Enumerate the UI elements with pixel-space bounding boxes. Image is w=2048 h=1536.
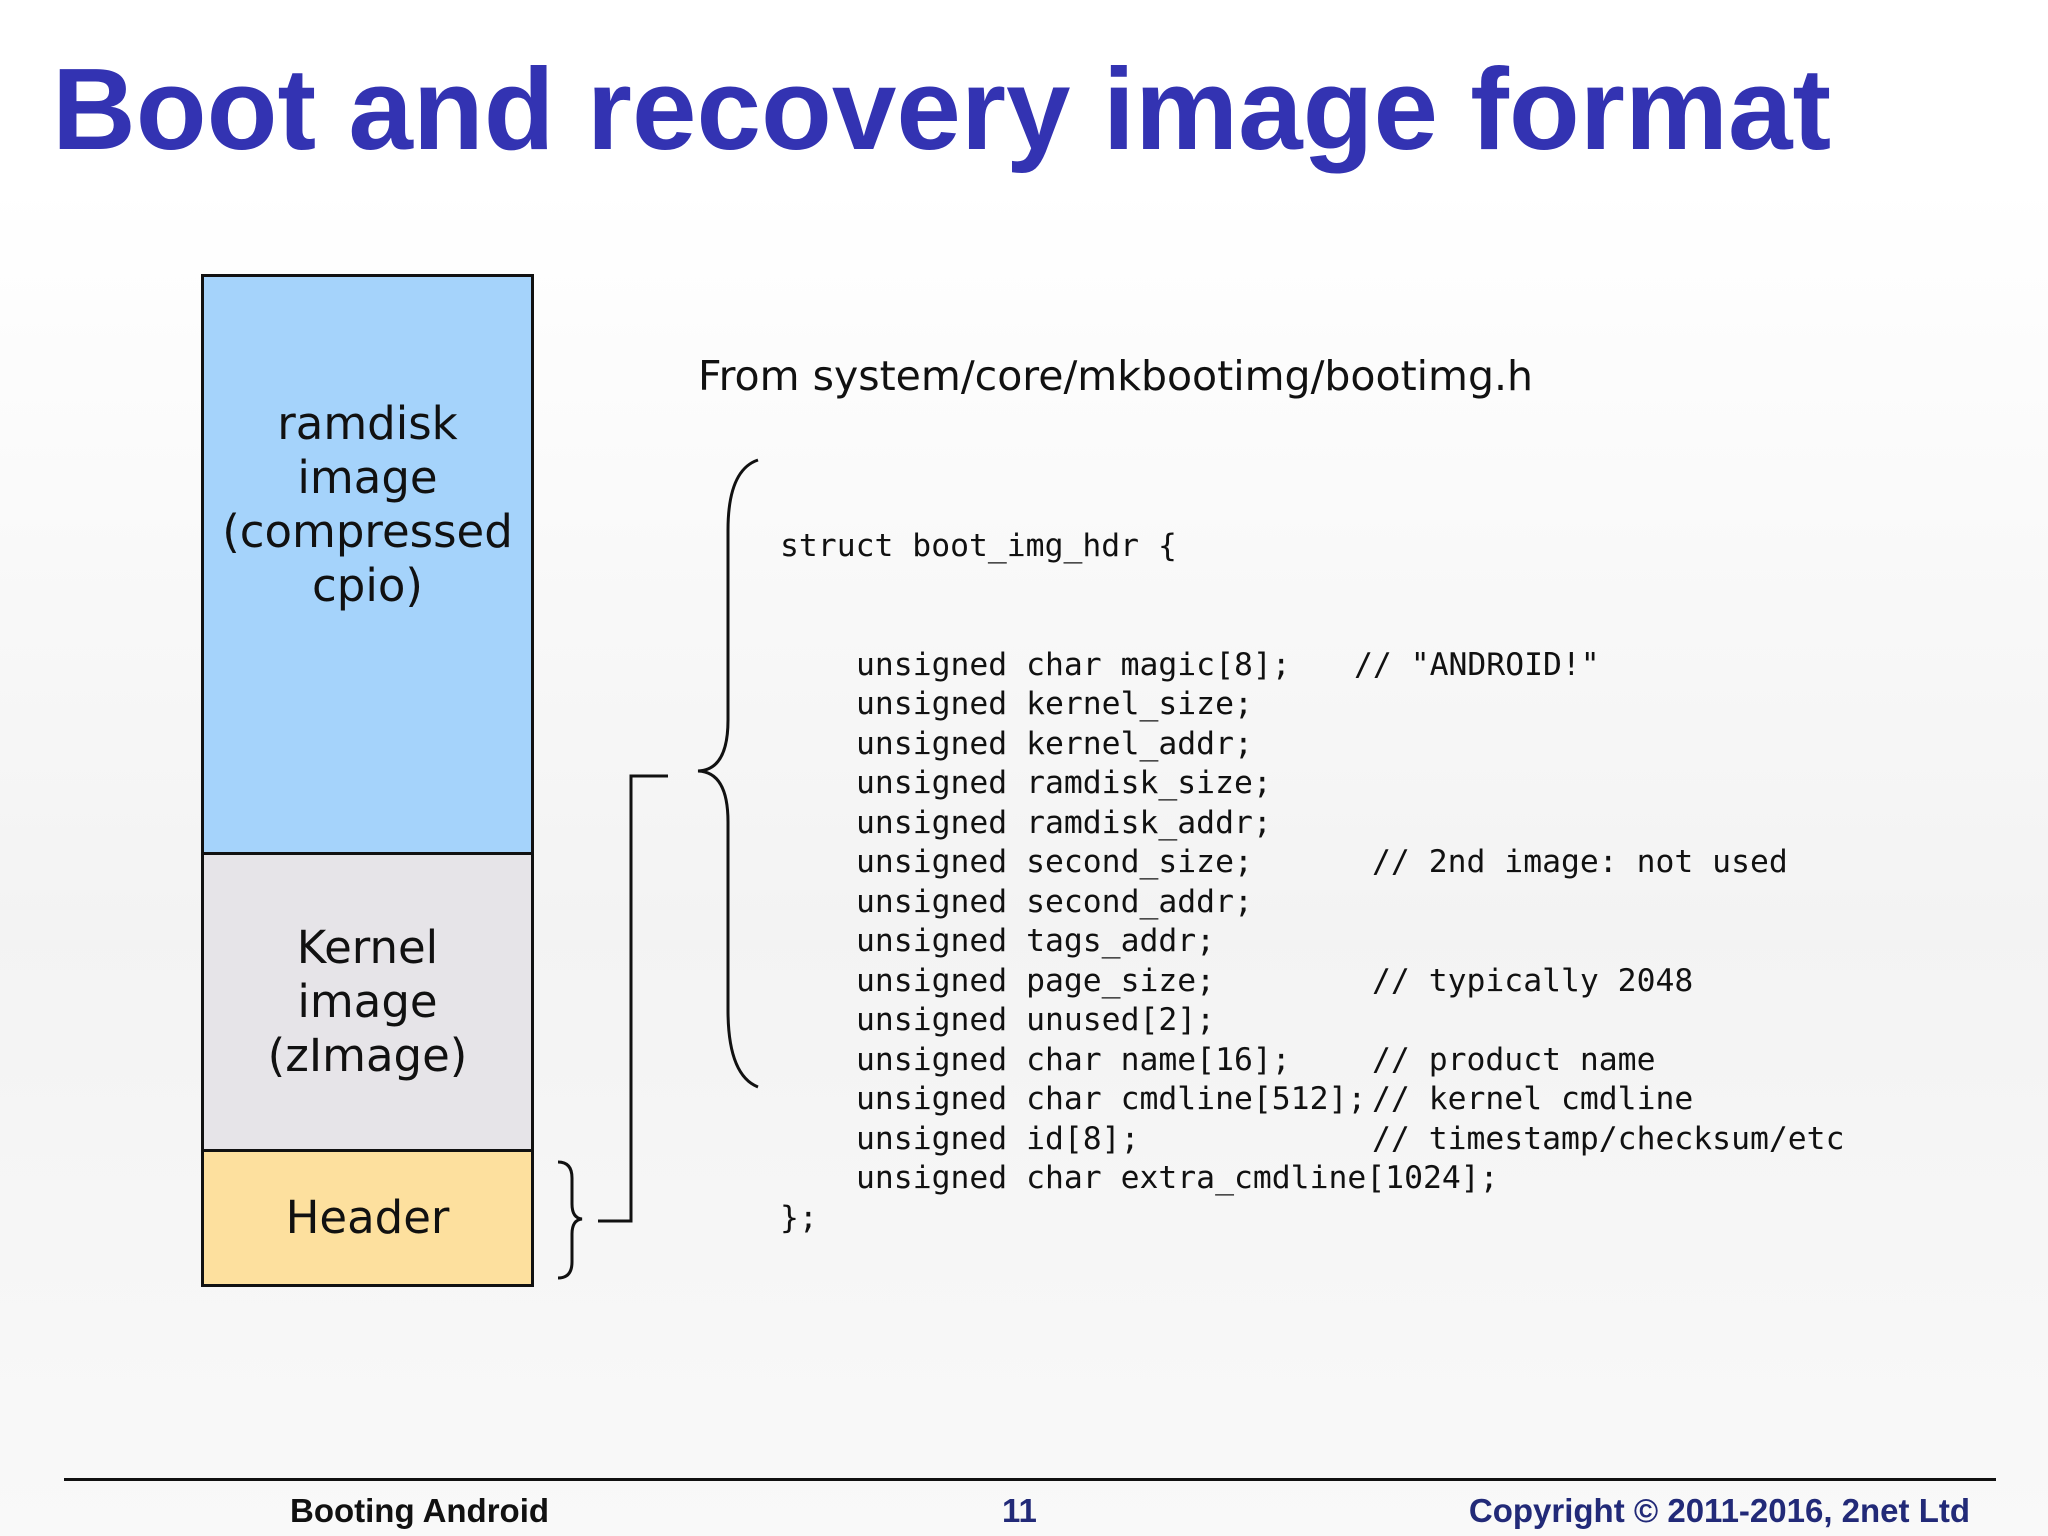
code-field-declaration: unsigned page_size; <box>856 962 1216 999</box>
kernel-image-label: Kernel image (zImage) <box>267 921 468 1082</box>
header-brace <box>557 1160 583 1280</box>
code-field-declaration: unsigned kernel_addr; <box>856 725 1253 762</box>
code-field-declaration: unsigned second_size; <box>856 844 1253 880</box>
code-field-line: unsigned char name[16]; // product name <box>780 1041 1655 1081</box>
code-line-open: struct boot_img_hdr { <box>780 528 1177 564</box>
code-field-line: unsigned kernel_size; <box>780 685 1499 725</box>
code-field-comment: // product name <box>1372 1041 1656 1078</box>
code-field-declaration: unsigned char extra_cmdline[1024]; <box>856 1160 1499 1196</box>
code-field-comment: // timestamp/checksum/etc <box>1372 1120 1845 1157</box>
code-field-comment: // "ANDROID!" <box>1354 646 1600 683</box>
code-field-declaration: unsigned char name[16]; <box>856 1041 1291 1078</box>
code-field-line: unsigned second_addr; <box>780 883 1499 923</box>
code-field-declaration: unsigned second_addr; <box>856 883 1253 920</box>
slide-title: Boot and recovery image format <box>52 44 1832 174</box>
code-field-declaration: unsigned tags_addr; <box>856 923 1216 959</box>
code-field-line: unsigned ramdisk_size; <box>780 764 1499 804</box>
code-field-declaration: unsigned unused[2]; <box>856 1002 1216 1038</box>
code-field-declaration: unsigned id[8]; <box>856 1120 1140 1157</box>
struct-brace <box>697 458 759 1089</box>
code-field-declaration: unsigned char magic[8]; <box>856 646 1291 683</box>
code-field-line: unsigned kernel_addr; <box>780 725 1499 765</box>
footer-presentation-title: Booting Android <box>290 1492 550 1529</box>
code-field-comment: // kernel cmdline <box>1372 1081 1694 1117</box>
code-field-line: unsigned second_size; // 2nd image: not u… <box>780 843 1788 883</box>
code-field-line: unsigned char cmdline[512];// kernel cmd… <box>780 1080 1693 1120</box>
code-field-declaration: unsigned kernel_size; <box>856 686 1253 722</box>
footer-divider <box>64 1478 1996 1481</box>
code-field-comment: // 2nd image: not used <box>1372 844 1788 880</box>
struct-code-block: struct boot_img_hdr { unsigned char magi… <box>780 448 1844 1238</box>
ramdisk-image-label: ramdisk image (compressed cpio) <box>222 396 513 612</box>
header-block: Header <box>201 1149 534 1287</box>
code-field-line: unsigned unused[2]; <box>780 1001 1499 1041</box>
code-line-close: }; <box>780 1199 818 1236</box>
header-to-struct-connector <box>598 774 668 1223</box>
source-file-caption: From system/core/mkbootimg/bootimg.h <box>698 352 1534 400</box>
code-field-declaration: unsigned char cmdline[512]; <box>856 1081 1367 1117</box>
code-field-declaration: unsigned ramdisk_addr; <box>856 804 1272 841</box>
header-label: Header <box>285 1191 450 1244</box>
kernel-image-block: Kernel image (zImage) <box>201 852 534 1152</box>
code-field-line: unsigned ramdisk_addr; <box>780 804 1499 844</box>
footer-copyright: Copyright © 2011-2016, 2net Ltd <box>1468 1492 1970 1529</box>
code-field-line: unsigned page_size; // typically 2048 <box>780 962 1693 1002</box>
footer-page-number: 11 <box>1002 1492 1037 1529</box>
ramdisk-image-block: ramdisk image (compressed cpio) <box>201 274 534 855</box>
code-field-line: unsigned char extra_cmdline[1024]; <box>780 1159 1499 1199</box>
code-field-declaration: unsigned ramdisk_size; <box>856 765 1272 801</box>
code-field-line: unsigned id[8]; // timestamp/checksum/etc <box>780 1120 1844 1160</box>
code-field-comment: // typically 2048 <box>1372 962 1694 999</box>
code-field-line: unsigned char magic[8]; // "ANDROID!" <box>780 646 1600 686</box>
code-field-line: unsigned tags_addr; <box>780 922 1499 962</box>
